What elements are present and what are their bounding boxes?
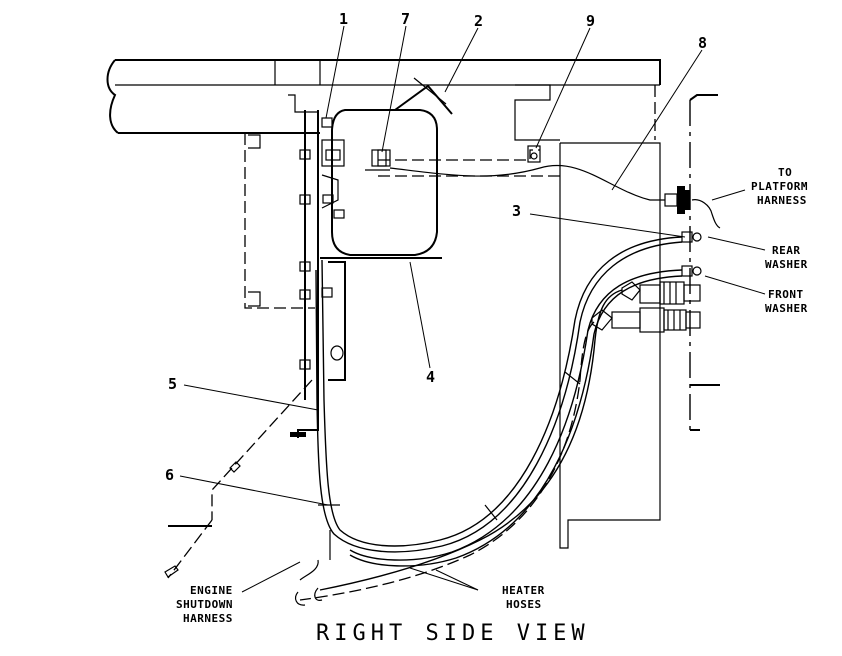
platform-connector xyxy=(664,186,721,229)
callout-1: 1 xyxy=(339,10,348,28)
label-to: TO xyxy=(778,166,792,179)
label-engine: ENGINE xyxy=(190,584,233,597)
label-hoses: HOSES xyxy=(506,598,542,611)
label-harness-platform: HARNESS xyxy=(757,194,807,207)
hoses xyxy=(295,236,683,606)
label-shutdown: SHUTDOWN xyxy=(176,598,233,611)
callout-5: 5 xyxy=(168,375,177,393)
label-washer-front: WASHER xyxy=(765,302,808,315)
callout-9: 9 xyxy=(586,12,595,30)
callout-6: 6 xyxy=(165,466,174,484)
label-washer-rear: WASHER xyxy=(765,258,808,271)
callout-8: 8 xyxy=(698,34,707,52)
right-panel xyxy=(559,94,720,549)
leader-lines xyxy=(179,25,766,593)
frame-beam xyxy=(106,59,661,141)
callout-4: 4 xyxy=(426,368,435,386)
hose-fittings xyxy=(591,281,701,333)
callout-2: 2 xyxy=(474,12,483,30)
washer-fittings xyxy=(681,231,702,277)
label-front: FRONT xyxy=(768,288,804,301)
text-labels: TO PLATFORM HARNESS REAR WASHER FRONT WA… xyxy=(176,166,808,625)
callout-numbers: 1 7 2 9 8 3 4 5 6 xyxy=(165,10,707,484)
left-panel xyxy=(244,133,315,309)
view-title: RIGHT SIDE VIEW xyxy=(316,621,590,646)
cable-routes xyxy=(378,145,665,201)
callout-7: 7 xyxy=(401,10,410,28)
label-heater: HEATER xyxy=(502,584,545,597)
label-rear: REAR xyxy=(772,244,801,257)
callout-3: 3 xyxy=(512,202,521,220)
reservoir-tank xyxy=(320,77,453,381)
mounting-bracket xyxy=(288,94,333,438)
label-harness-engine: HARNESS xyxy=(183,612,233,625)
engine-shutdown-harness xyxy=(164,379,313,579)
label-platform: PLATFORM xyxy=(751,180,808,193)
